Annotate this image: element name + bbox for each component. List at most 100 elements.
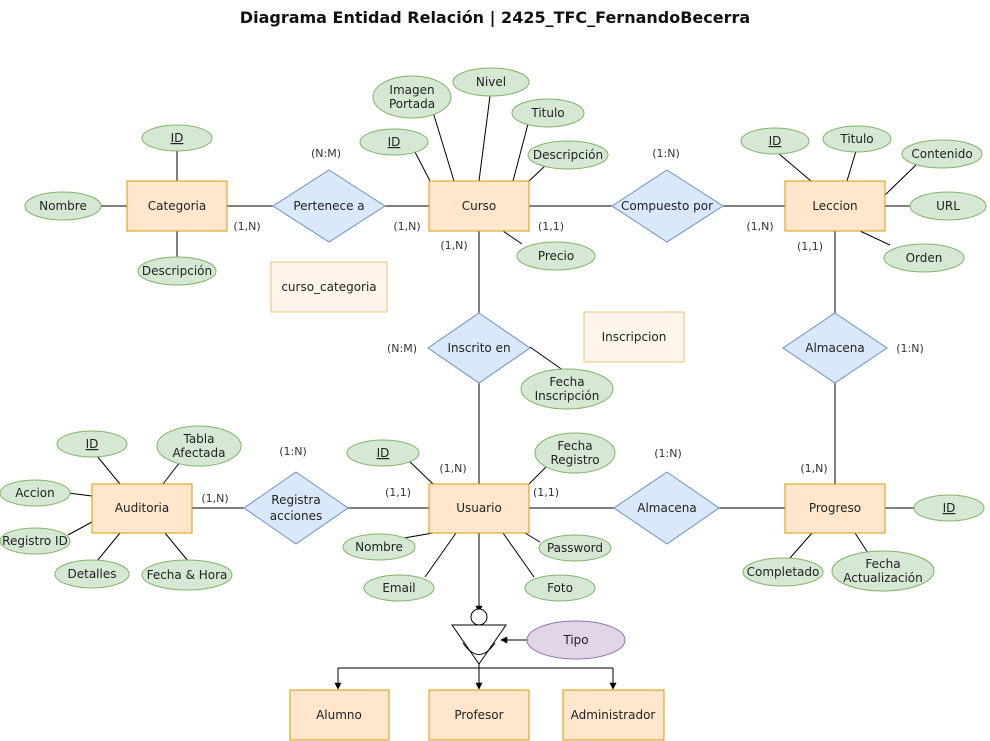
cardinality-label: (N:M) <box>311 147 341 160</box>
attribute-curso-titulo[interactable]: Titulo <box>511 98 585 128</box>
diagram-title: Diagrama Entidad Relación | 2425_TFC_Fer… <box>239 8 751 27</box>
attribute-auditoria-accion[interactable]: Accion <box>0 479 71 507</box>
entity-label: Auditoria <box>115 501 169 515</box>
attribute-label: Descripción <box>142 264 212 278</box>
attribute-usuario-foto[interactable]: Foto <box>524 574 596 602</box>
entity-progreso[interactable]: Progreso <box>784 483 886 534</box>
entity-curso[interactable]: Curso <box>428 180 530 232</box>
attribute-label-line1: Fecha <box>865 557 900 571</box>
discriminator-tipo[interactable]: Tipo <box>526 620 626 660</box>
attribute-leccion-contenido[interactable]: Contenido <box>901 139 983 169</box>
attribute-label: ID <box>388 135 401 149</box>
relationship-pertenece[interactable]: Pertenece a <box>272 169 386 243</box>
attribute-progreso-fecha-actualizacion[interactable]: Fecha Actualización <box>831 550 935 592</box>
entity-leccion[interactable]: Leccion <box>784 180 886 232</box>
entity-profesor[interactable]: Profesor <box>428 689 530 741</box>
relationship-label: Pertenece a <box>293 199 364 213</box>
relationship-compuesto[interactable]: Compuesto por <box>611 169 724 243</box>
attribute-label: ID <box>377 446 390 460</box>
attribute-label: Fecha & Hora <box>147 568 228 582</box>
cardinality-label: (1,1) <box>797 240 823 253</box>
attribute-curso-imagen-portada[interactable]: Imagen Portada <box>372 75 452 119</box>
cardinality-label: (1,N) <box>201 492 228 505</box>
attribute-label-line2: Actualización <box>843 571 922 585</box>
attribute-leccion-url[interactable]: URL <box>909 191 987 221</box>
attribute-usuario-fecha-registro[interactable]: Fecha Registro <box>534 432 616 474</box>
entity-label: Administrador <box>571 708 656 722</box>
attribute-label: Titulo <box>530 106 564 120</box>
cardinality-label: (1,1) <box>385 486 411 499</box>
table-label: curso_categoria <box>281 280 376 294</box>
attribute-label: URL <box>936 199 960 213</box>
attribute-label: Foto <box>547 581 573 595</box>
cardinality-label: (1:N) <box>896 342 924 355</box>
discriminator-label: Tipo <box>562 633 588 647</box>
entity-label: Progreso <box>809 501 861 515</box>
entity-administrador[interactable]: Administrador <box>562 689 665 741</box>
entity-categoria[interactable]: Categoria <box>126 180 228 232</box>
attribute-curso-precio[interactable]: Precio <box>516 241 596 271</box>
attribute-auditoria-registro-id[interactable]: Registro ID <box>0 527 71 555</box>
attribute-label: Nombre <box>39 199 87 213</box>
relationship-registra[interactable]: Registra acciones <box>243 471 349 545</box>
entity-alumno[interactable]: Alumno <box>289 689 390 741</box>
attribute-inscripcion-fecha[interactable]: Fecha Inscripción <box>520 368 614 410</box>
relationship-label: Inscrito en <box>447 341 510 355</box>
entity-auditoria[interactable]: Auditoria <box>91 483 193 534</box>
relationship-inscrito[interactable]: Inscrito en <box>427 312 531 384</box>
attribute-usuario-password[interactable]: Password <box>538 534 612 562</box>
attribute-usuario-id[interactable]: ID <box>346 439 420 467</box>
entity-label: Leccion <box>812 199 857 213</box>
attribute-label: Descripción <box>533 148 603 162</box>
entity-usuario[interactable]: Usuario <box>428 483 530 534</box>
attribute-usuario-email[interactable]: Email <box>363 574 435 602</box>
attribute-curso-descripcion[interactable]: Descripción <box>527 140 609 170</box>
relationship-label-line2: acciones <box>270 509 322 523</box>
table-curso-categoria[interactable]: curso_categoria <box>270 261 388 313</box>
attribute-leccion-orden[interactable]: Orden <box>883 243 965 273</box>
cardinality-label: (1,1) <box>538 220 564 233</box>
attribute-auditoria-id[interactable]: ID <box>56 430 128 458</box>
attribute-progreso-id[interactable]: ID <box>913 494 985 522</box>
attribute-auditoria-fecha-hora[interactable]: Fecha & Hora <box>141 559 233 591</box>
table-inscripcion[interactable]: Inscripcion <box>583 311 685 363</box>
entity-label: Usuario <box>456 501 502 515</box>
cardinality-labels: (N:M) (1,N) (1,N) (1,N) (1,1) (1:N) (1,N… <box>201 147 923 505</box>
attribute-leccion-titulo[interactable]: Titulo <box>822 125 892 153</box>
attribute-label: Accion <box>15 486 54 500</box>
attribute-label-line2: Afectada <box>172 446 225 460</box>
cardinality-label: (1,N) <box>800 462 827 475</box>
connection-lines <box>67 95 917 690</box>
attribute-label: Contenido <box>911 147 972 161</box>
relationship-almacena-leccion[interactable]: Almacena <box>782 312 888 384</box>
attribute-label: Completado <box>747 565 820 579</box>
entity-label: Alumno <box>316 708 362 722</box>
cardinality-label: (1:N) <box>279 445 307 458</box>
attribute-auditoria-detalles[interactable]: Detalles <box>54 559 130 589</box>
attribute-categoria-descripcion[interactable]: Descripción <box>137 256 217 286</box>
attribute-label-line1: Tabla <box>182 432 214 446</box>
attribute-label: Detalles <box>68 567 117 581</box>
specialization-symbol <box>451 608 507 665</box>
table-label: Inscripcion <box>602 330 667 344</box>
relationship-almacena-progreso[interactable]: Almacena <box>613 471 720 545</box>
cardinality-label: (1,N) <box>439 462 466 475</box>
relationship-label: Almacena <box>805 341 865 355</box>
attribute-label: Registro ID <box>2 534 68 548</box>
attribute-progreso-completado[interactable]: Completado <box>742 557 824 587</box>
attribute-categoria-id[interactable]: ID <box>141 124 213 152</box>
attribute-label-line1: Fecha <box>549 375 584 389</box>
attribute-categoria-nombre[interactable]: Nombre <box>24 191 102 221</box>
attribute-leccion-id[interactable]: ID <box>740 127 810 155</box>
attribute-curso-nivel[interactable]: Nivel <box>452 67 530 97</box>
attribute-label-line2: Inscripción <box>535 389 600 403</box>
attribute-usuario-nombre[interactable]: Nombre <box>342 533 416 561</box>
cardinality-label: (1,1) <box>533 486 559 499</box>
attribute-curso-id[interactable]: ID <box>359 128 429 156</box>
cardinality-label: (1,N) <box>440 239 467 252</box>
attribute-label: Password <box>547 541 603 555</box>
attribute-label-line2: Registro <box>550 453 599 467</box>
attribute-auditoria-tabla-afectada[interactable]: Tabla Afectada <box>156 425 242 467</box>
attribute-label: ID <box>769 134 782 148</box>
